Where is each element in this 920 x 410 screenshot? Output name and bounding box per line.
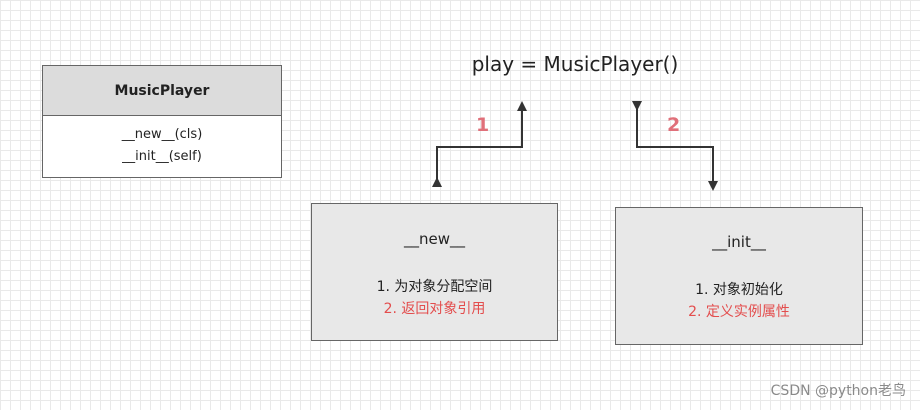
class-method-init: __init__(self) <box>122 149 202 164</box>
init-method-step-2: 2. 定义实例属性 <box>688 304 790 320</box>
init-method-step-1: 1. 对象初始化 <box>695 282 783 298</box>
new-method-step-2: 2. 返回对象引用 <box>383 301 486 317</box>
class-box-musicplayer: MusicPlayer __new__(cls) __init__(self) <box>42 65 282 178</box>
init-method-box: __init__ 1. 对象初始化 2. 定义实例属性 <box>615 207 863 345</box>
init-method-title: __init__ <box>712 233 766 251</box>
instantiation-expression: play = MusicPlayer() <box>471 52 679 76</box>
step-number-2: 2 <box>667 114 681 136</box>
class-methods: __new__(cls) __init__(self) <box>43 116 281 168</box>
class-name: MusicPlayer <box>43 66 281 116</box>
new-method-box: __new__ 1. 为对象分配空间 2. 返回对象引用 <box>311 203 558 341</box>
watermark: CSDN @python老鸟 <box>770 383 906 399</box>
new-method-step-1: 1. 为对象分配空间 <box>376 279 493 295</box>
step-number-1: 1 <box>476 114 490 136</box>
class-method-new: __new__(cls) <box>121 127 203 142</box>
new-method-title: __new__ <box>403 230 465 248</box>
